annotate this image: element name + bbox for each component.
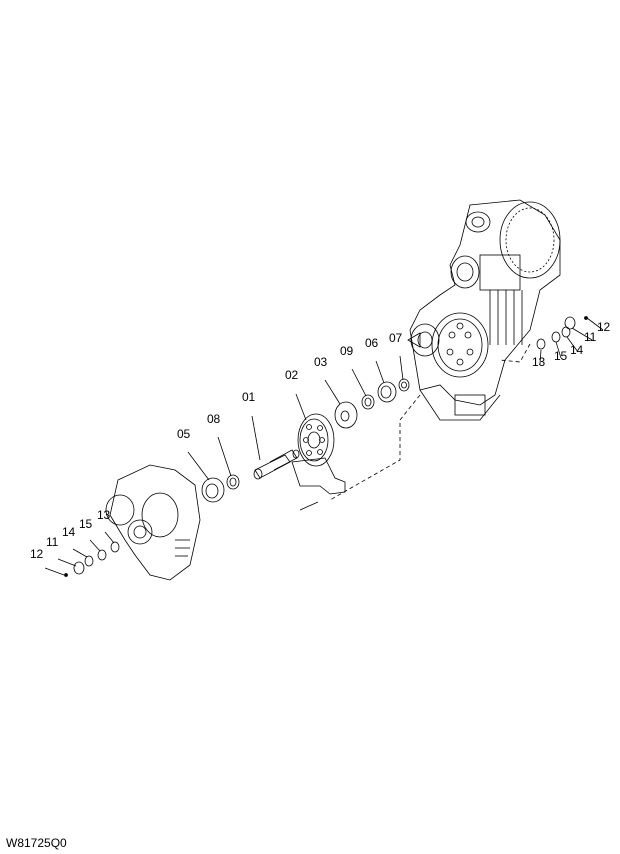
callout-label-07: 07 <box>389 331 402 345</box>
callout-label-12: 12 <box>597 320 610 334</box>
callout-label-01: 01 <box>242 390 255 404</box>
transfer-case <box>105 464 201 581</box>
callout-label-14: 14 <box>570 343 583 357</box>
spacer-03 <box>334 401 358 429</box>
callout-label-13: 13 <box>97 508 110 522</box>
callout-label-11: 11 <box>46 535 59 549</box>
bracket <box>291 457 346 511</box>
bearing-05 <box>201 477 225 503</box>
callout-label-06: 06 <box>365 336 378 350</box>
leader-lines <box>44 317 604 576</box>
drawing-code: W81725Q0 <box>6 836 67 850</box>
gear-02 <box>297 413 335 467</box>
callout-label-13: 13 <box>532 355 545 369</box>
ring-09 <box>361 394 375 410</box>
shaft-01 <box>253 449 300 480</box>
bearing-06 <box>377 381 397 403</box>
callout-label-09: 09 <box>340 344 353 358</box>
callout-label-15: 15 <box>554 349 567 363</box>
callout-label-08: 08 <box>207 412 220 426</box>
callout-label-12: 12 <box>30 547 43 561</box>
callout-label-15: 15 <box>79 517 92 531</box>
callout-label-02: 02 <box>285 368 298 382</box>
ring-08 <box>226 474 240 490</box>
callout-label-03: 03 <box>314 355 327 369</box>
callout-label-11: 11 <box>584 330 597 344</box>
assembly-lines <box>329 343 531 501</box>
ring-07 <box>398 378 410 392</box>
callout-label-14: 14 <box>62 525 75 539</box>
callout-label-05: 05 <box>177 427 190 441</box>
transmission-housing <box>407 199 561 421</box>
